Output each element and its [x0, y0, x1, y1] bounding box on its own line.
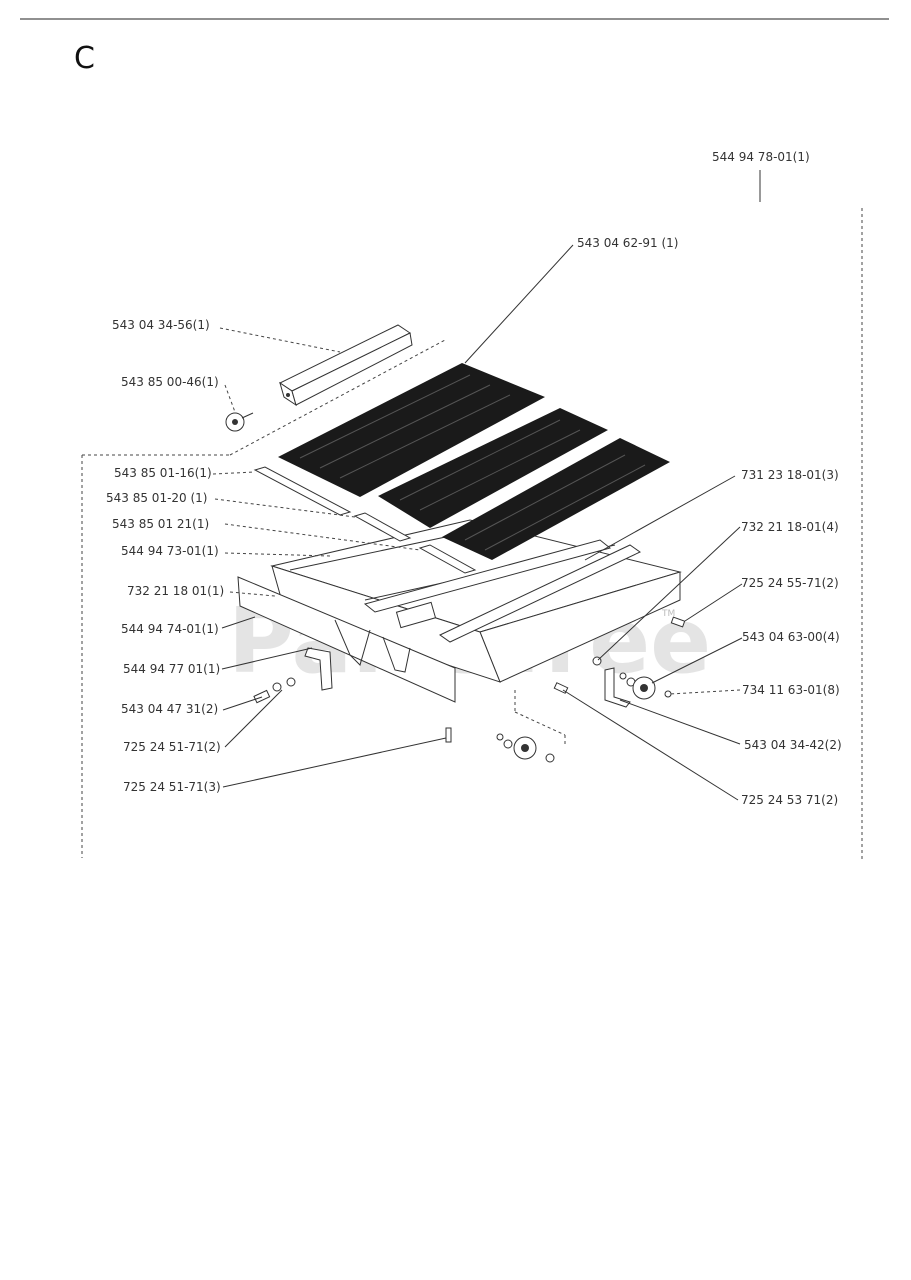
label-p13: 725 24 51-71(3) [123, 780, 221, 794]
label-p1: 543 04 62-91 (1) [577, 236, 678, 250]
leader-lines [212, 244, 743, 801]
label-p17: 543 04 63-00(4) [742, 630, 840, 644]
label-p12: 725 24 51-71(2) [123, 740, 221, 754]
label-p2: 543 04 34-56(1) [112, 318, 210, 332]
watermark-tm: TM [661, 609, 675, 619]
label-p16: 725 24 55-71(2) [741, 576, 839, 590]
label-assembly: 544 94 78-01(1) [712, 150, 810, 164]
label-p6: 543 85 01 21(1) [112, 517, 209, 531]
label-p4: 543 85 01-16(1) [114, 466, 212, 480]
label-p20: 725 24 53 71(2) [741, 793, 838, 807]
section-letter: C [74, 41, 95, 76]
label-p15: 732 21 18-01(4) [741, 520, 839, 534]
top-profile [279, 324, 413, 407]
assembly-bracket [81, 170, 863, 860]
side-rail [363, 539, 641, 643]
guide-strips [253, 466, 477, 574]
label-p3: 543 85 00-46(1) [121, 375, 219, 389]
side-panel [237, 576, 456, 703]
label-p14: 731 23 18-01(3) [741, 468, 839, 482]
table-mats [278, 363, 670, 560]
label-p18: 734 11 63-01(8) [742, 683, 840, 697]
wheel-bottom [496, 682, 569, 763]
label-p19: 543 04 34-42(2) [744, 738, 842, 752]
label-p9: 544 94 74-01(1) [121, 622, 219, 636]
label-p11: 543 04 47 31(2) [121, 702, 218, 716]
label-p10: 544 94 77 01(1) [123, 662, 220, 676]
knob [225, 412, 254, 432]
label-p8: 732 21 18 01(1) [127, 584, 224, 598]
label-p5: 543 85 01-20 (1) [106, 491, 207, 505]
label-p7: 544 94 73-01(1) [121, 544, 219, 558]
part-labels: 544 94 78-01(1) 543 04 62-91 (1) 543 04 … [106, 150, 842, 807]
